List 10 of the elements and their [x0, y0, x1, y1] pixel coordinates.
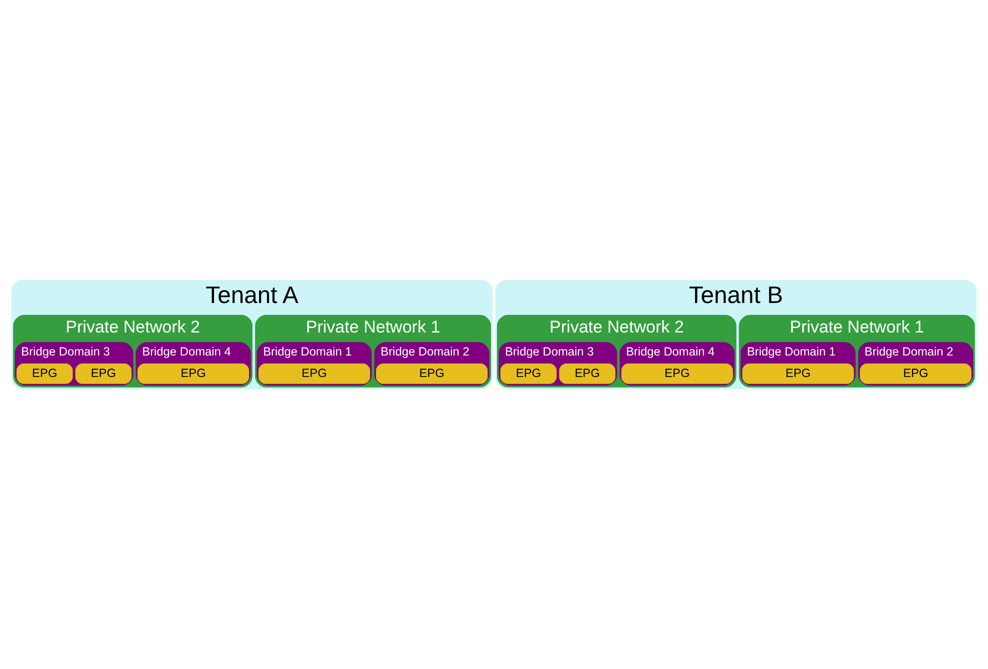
node-box: EPG — [376, 363, 488, 384]
node-box: EPG — [500, 363, 557, 384]
node-box: EPG — [860, 363, 972, 384]
node-box: EPG — [138, 363, 250, 384]
node-box: EPG — [621, 363, 733, 384]
node-box: EPG — [742, 363, 854, 384]
node-box: EPG — [559, 363, 616, 384]
node-box: EPG — [258, 363, 370, 384]
node-box: EPG — [75, 363, 132, 384]
node-box: EPG — [16, 363, 73, 384]
